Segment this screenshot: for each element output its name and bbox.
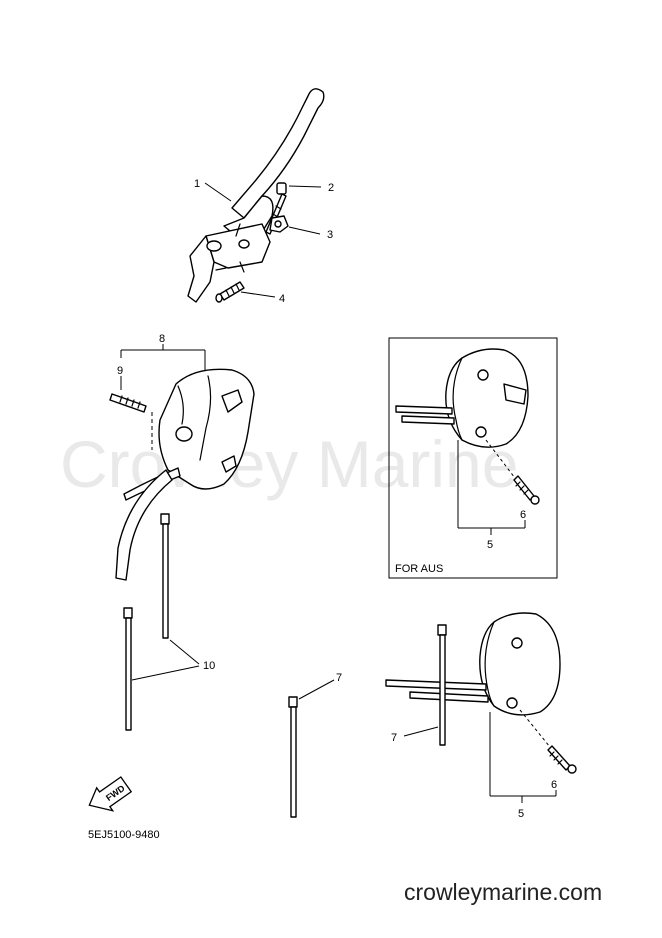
leader-lines-upper xyxy=(204,182,322,298)
callout-3: 3 xyxy=(327,229,333,241)
for-aus-box xyxy=(388,337,558,579)
callout-7b: 7 xyxy=(391,732,397,744)
right-switch-assembly xyxy=(385,612,577,803)
watermark-text: Crowley Marine xyxy=(60,427,518,501)
callout-9: 9 xyxy=(117,365,123,377)
nut-part-3 xyxy=(269,215,289,233)
diagram-code: 5EJ5100-9480 xyxy=(88,829,160,841)
callout-2: 2 xyxy=(328,182,334,194)
cable-tie-part-10-b xyxy=(123,607,133,731)
callout-10: 10 xyxy=(203,660,215,672)
aus-box-label: FOR AUS xyxy=(395,563,443,575)
callout-5a: 5 xyxy=(487,539,493,551)
fwd-arrow-icon: FWD xyxy=(88,776,133,812)
left-switch-assembly xyxy=(109,344,255,581)
callout-6a: 6 xyxy=(520,509,526,521)
callout-1: 1 xyxy=(194,178,200,190)
callout-4: 4 xyxy=(279,293,285,305)
cable-tie-part-10-a xyxy=(160,513,170,639)
callout-6b: 6 xyxy=(551,779,557,791)
callout-7a: 7 xyxy=(336,672,342,684)
callout-8: 8 xyxy=(159,333,165,345)
cable-tie-part-7-a xyxy=(288,696,298,818)
callout-5b: 5 xyxy=(518,808,524,820)
website-url: crowleymarine.com xyxy=(404,879,602,905)
cable-tie-part-7-b xyxy=(437,624,447,746)
clutch-lever-part xyxy=(187,88,325,303)
screw-part-4 xyxy=(215,281,245,303)
aus-right-switch xyxy=(395,348,540,535)
